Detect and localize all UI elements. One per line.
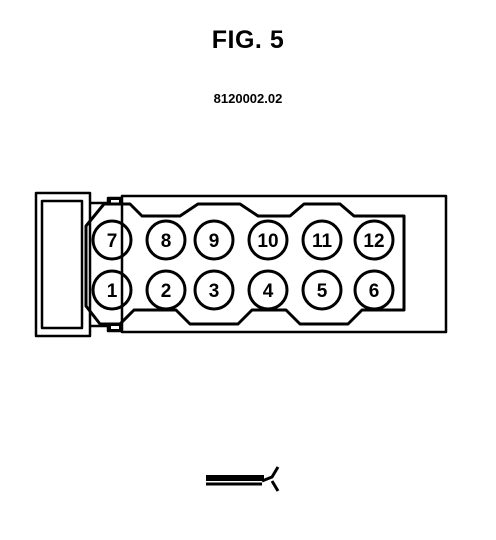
cylinder-circle-7 [91, 219, 133, 261]
left-end-cap [34, 191, 92, 338]
cylinder-circle-5 [301, 269, 343, 311]
figure-code: 8120002.02 [213, 91, 283, 106]
cylinder-circle-6 [353, 269, 395, 311]
cylinder-label-6: 6 [369, 281, 380, 302]
cylinder-label-4: 4 [263, 281, 274, 302]
cylinder-circle-1 [91, 269, 133, 311]
cylinder-label-1: 1 [107, 281, 118, 302]
cylinder-circle-4 [247, 269, 289, 311]
cylinder-circle-8 [145, 219, 187, 261]
cylinder-label-2: 2 [161, 281, 172, 302]
wrench-hook [261, 466, 280, 492]
cylinder-label-7: 7 [107, 231, 118, 252]
cylinder-label-10: 10 [257, 231, 278, 252]
flange-tab-bottom [109, 324, 121, 331]
inner-chamber-outline [84, 202, 406, 326]
outer-housing [120, 194, 448, 334]
top-row: 7 8 9 10 11 12 [91, 219, 395, 261]
cylinder-circle-3 [193, 269, 235, 311]
cylinder-circle-9 [193, 219, 235, 261]
cylinder-label-11: 11 [312, 231, 333, 252]
cylinder-circle-2 [145, 269, 187, 311]
bottom-row: 1 2 3 4 5 6 [91, 269, 395, 311]
cylinder-circle-11 [301, 219, 343, 261]
cylinder-label-12: 12 [363, 231, 384, 252]
cylinder-label-9: 9 [209, 231, 220, 252]
cylinder-circle-12 [353, 219, 395, 261]
cylinder-circle-10 [247, 219, 289, 261]
cylinder-label-8: 8 [161, 231, 172, 252]
figure-title: FIG. 5 [211, 26, 285, 54]
left-end-cap-inner [40, 199, 84, 330]
cylinder-label-5: 5 [317, 281, 328, 302]
cylinder-label-3: 3 [209, 281, 220, 302]
